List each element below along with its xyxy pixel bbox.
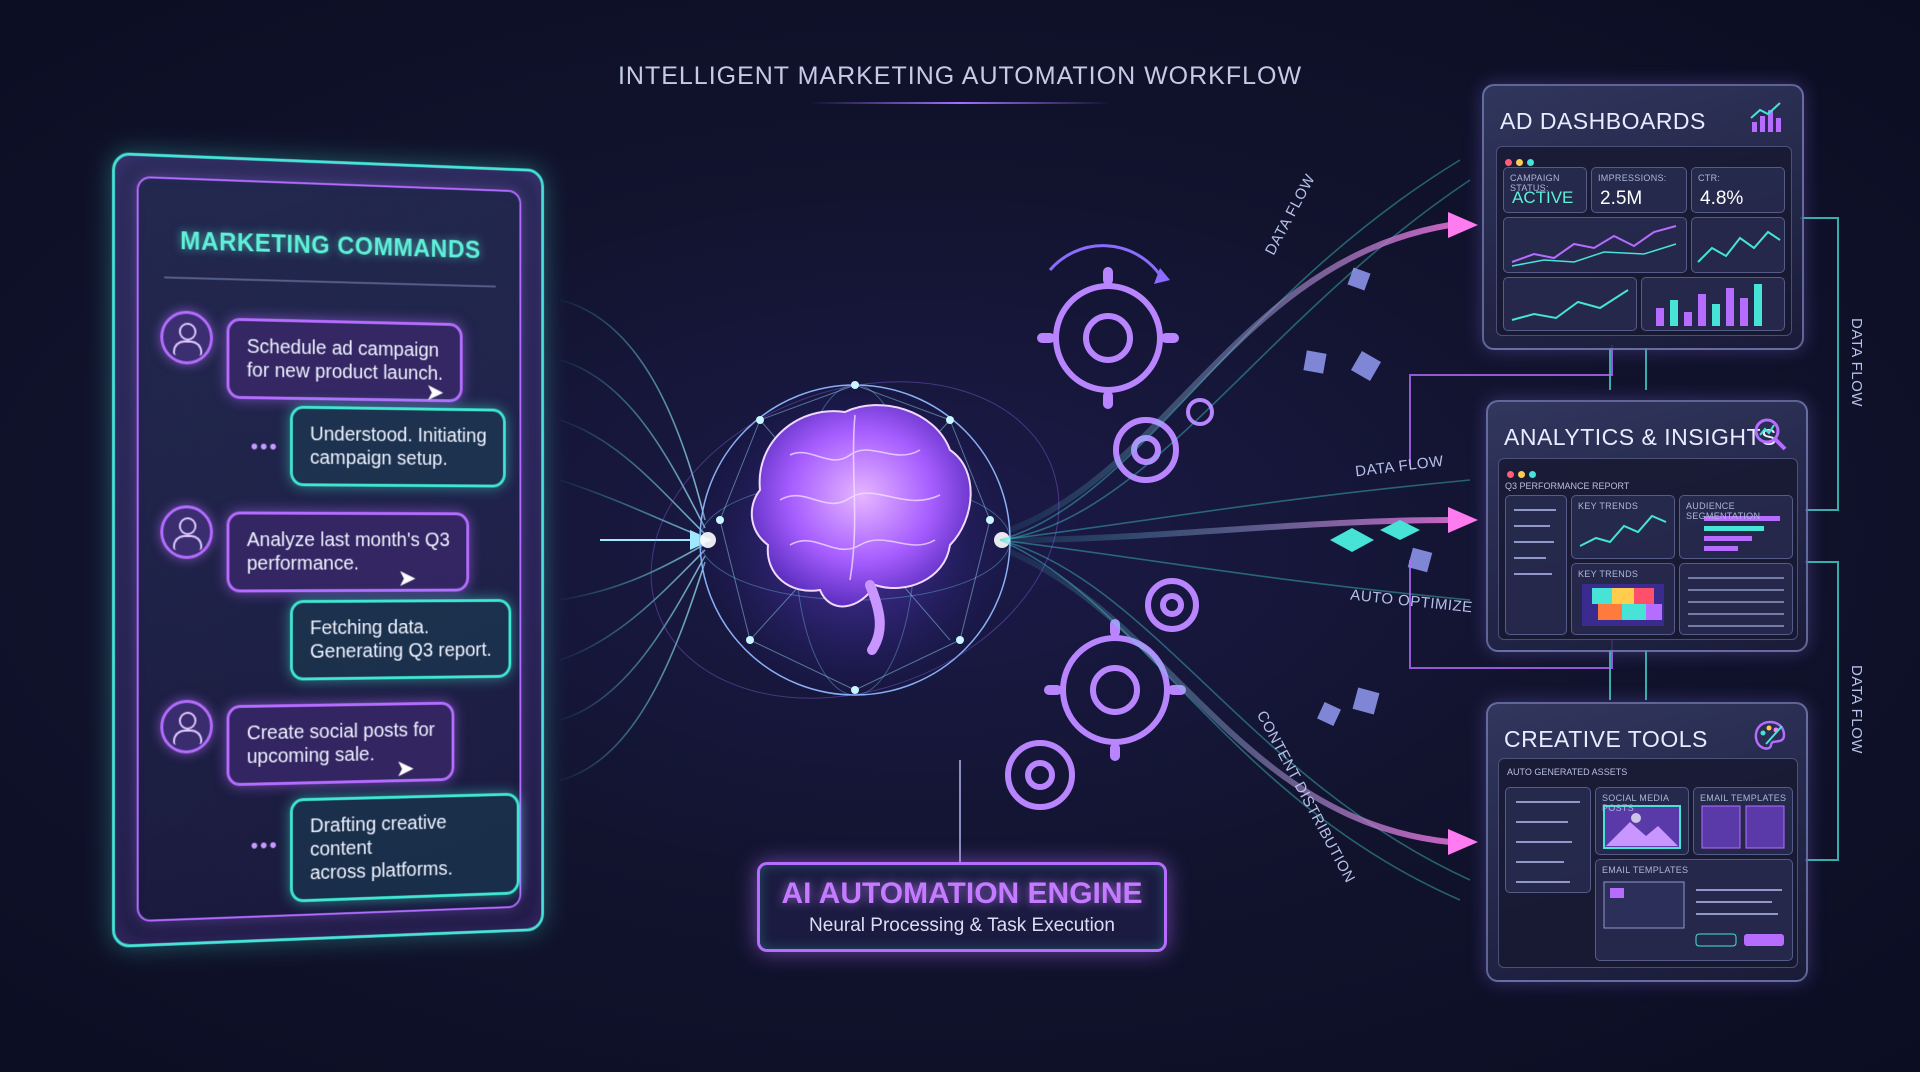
message-text-line: Create social posts for — [246, 719, 435, 745]
mouse-cursor-icon: ➤ — [397, 565, 417, 592]
heatmap-card: KEY TRENDS — [1571, 563, 1675, 635]
data-table-card — [1679, 563, 1793, 635]
ai-engine-label: AI AUTOMATION ENGINE Neural Processing &… — [757, 862, 1167, 952]
area-chart-icon — [1697, 230, 1781, 263]
engine-title: AI AUTOMATION ENGINE — [781, 877, 1143, 910]
impressions-value: 2.5M — [1600, 188, 1643, 209]
message-text-line: Generating Q3 report. — [309, 639, 492, 663]
user-message-bubble: Analyze last month's Q3 performance. — [226, 511, 470, 593]
ai-response-bubble: Fetching data. Generating Q3 report. — [289, 598, 511, 681]
mouse-cursor-icon: ➤ — [425, 379, 445, 406]
heatmap-icon — [1582, 584, 1664, 626]
email-templates-label: EMAIL TEMPLATES — [1602, 865, 1689, 875]
trend-line-icon — [1579, 514, 1667, 547]
message-text-line: performance. — [246, 552, 360, 575]
window-controls — [1507, 465, 1540, 483]
audience-segmentation-label: AUDIENCE SEGMENTATION — [1686, 501, 1761, 521]
email-templates-card: EMAIL TEMPLATES — [1693, 787, 1793, 855]
ai-response-bubble: Drafting creative content across platfor… — [289, 792, 520, 903]
ctr-value: 4.8% — [1700, 188, 1744, 209]
title-underline — [810, 102, 1110, 104]
typing-dots-icon: ••• — [250, 832, 279, 858]
line-chart-icon — [1511, 225, 1677, 267]
page-title: INTELLIGENT MARKETING AUTOMATION WORKFLO… — [617, 62, 1303, 90]
campaign-status-card: CAMPAIGN STATUS: ACTIVE — [1503, 167, 1587, 213]
user-avatar-icon — [160, 505, 213, 559]
social-media-posts-card: SOCIAL MEDIA POSTS — [1595, 787, 1689, 855]
creative-tools-title: CREATIVE TOOLS — [1504, 726, 1708, 752]
message-text-line: campaign setup. — [309, 447, 448, 470]
outgoing-streams — [999, 159, 1471, 901]
creative-window: AUTO GENERATED ASSETS SOCIAL MEDIA POSTS… — [1498, 758, 1798, 968]
message-text-line: Drafting creative content — [309, 811, 447, 861]
message-text-line: Fetching data. — [309, 616, 430, 640]
list-lines-icon — [1514, 509, 1556, 575]
user-avatar-icon — [160, 699, 213, 755]
campaign-status-label: CAMPAIGN STATUS: — [1510, 173, 1560, 193]
data-flow-label: DATA FLOW — [1848, 665, 1865, 754]
engine-subtitle: Neural Processing & Task Execution — [809, 915, 1115, 936]
area-chart-card — [1691, 217, 1785, 273]
palette-icon — [1754, 720, 1786, 750]
ai-response-bubble: Understood. Initiating campaign setup. — [289, 405, 506, 488]
bar-chart-icon — [1656, 284, 1762, 326]
campaign-status-value: ACTIVE — [1512, 188, 1574, 207]
analytics-insights-title: ANALYTICS & INSIGHTS — [1504, 424, 1777, 450]
message-text-line: for new product launch. — [246, 359, 444, 385]
ctr-card: CTR: 4.8% — [1691, 167, 1785, 213]
gear-icons — [1005, 283, 1214, 810]
bar-chart-card — [1641, 277, 1785, 331]
ad-dashboards-title: AD DASHBOARDS — [1500, 108, 1706, 134]
impressions-card: IMPRESSIONS: 2.5M — [1591, 167, 1687, 213]
template-thumbnails-icon — [1701, 805, 1785, 849]
trend-chart-icon — [1511, 289, 1629, 321]
key-trends-card: KEY TRENDS — [1571, 495, 1675, 559]
user-message-bubble: Create social posts for upcoming sale. — [226, 701, 455, 787]
impressions-label: IMPRESSIONS: — [1598, 173, 1667, 183]
trend-chart-card — [1503, 277, 1637, 331]
social-media-posts-label: SOCIAL MEDIA POSTS — [1602, 793, 1669, 813]
report-sidebar — [1505, 495, 1567, 635]
marketing-commands-panel: MARKETING COMMANDS Schedule ad campaign … — [112, 152, 544, 948]
ad-dashboards-panel: AD DASHBOARDS CAMPAIGN STATUS: ACTIVE IM… — [1482, 84, 1804, 350]
auto-generated-assets-label: AUTO GENERATED ASSETS — [1507, 767, 1628, 777]
dashboard-window: CAMPAIGN STATUS: ACTIVE IMPRESSIONS: 2.5… — [1496, 146, 1792, 336]
ctr-label: CTR: — [1698, 173, 1721, 183]
brain-icon — [750, 404, 972, 655]
horizontal-bars-icon — [1704, 516, 1780, 551]
analytics-window: Q3 PERFORMANCE REPORT KEY TRENDS AUDIENC… — [1498, 458, 1798, 640]
audience-segmentation-card: AUDIENCE SEGMENTATION — [1679, 495, 1793, 559]
window-controls — [1505, 153, 1538, 171]
user-avatar-icon — [160, 310, 213, 365]
line-chart-card — [1503, 217, 1687, 273]
email-templates-label: EMAIL TEMPLATES — [1700, 793, 1787, 803]
divider — [164, 276, 496, 288]
message-text-line: across platforms. — [309, 858, 453, 885]
message-text-line: Understood. Initiating — [309, 423, 487, 448]
table-rows-icon — [1688, 577, 1784, 627]
key-trends-label: KEY TRENDS — [1578, 501, 1639, 511]
data-flow-label: DATA FLOW — [1848, 318, 1865, 407]
creative-tools-panel: CREATIVE TOOLS AUTO GENERATED ASSETS SOC… — [1486, 702, 1808, 982]
report-title: Q3 PERFORMANCE REPORT — [1505, 481, 1630, 491]
message-text-line: Analyze last month's Q3 — [246, 529, 450, 551]
marketing-commands-inner-frame: MARKETING COMMANDS Schedule ad campaign … — [136, 175, 522, 923]
creative-sidebar — [1505, 787, 1591, 893]
mouse-cursor-icon: ➤ — [395, 755, 415, 783]
image-icon — [1603, 805, 1681, 849]
email-layout-icon — [1603, 881, 1784, 947]
email-template-preview-card: EMAIL TEMPLATES — [1595, 859, 1793, 961]
list-lines-icon — [1516, 801, 1580, 883]
magnifier-chart-icon — [1754, 418, 1787, 451]
analytics-insights-panel: ANALYTICS & INSIGHTS Q3 PERFORMANCE REPO… — [1486, 400, 1808, 652]
typing-dots-icon: ••• — [250, 433, 279, 459]
marketing-commands-title: MARKETING COMMANDS — [180, 227, 481, 264]
bar-chart-icon — [1750, 102, 1781, 132]
key-trends-label: KEY TRENDS — [1578, 569, 1639, 579]
